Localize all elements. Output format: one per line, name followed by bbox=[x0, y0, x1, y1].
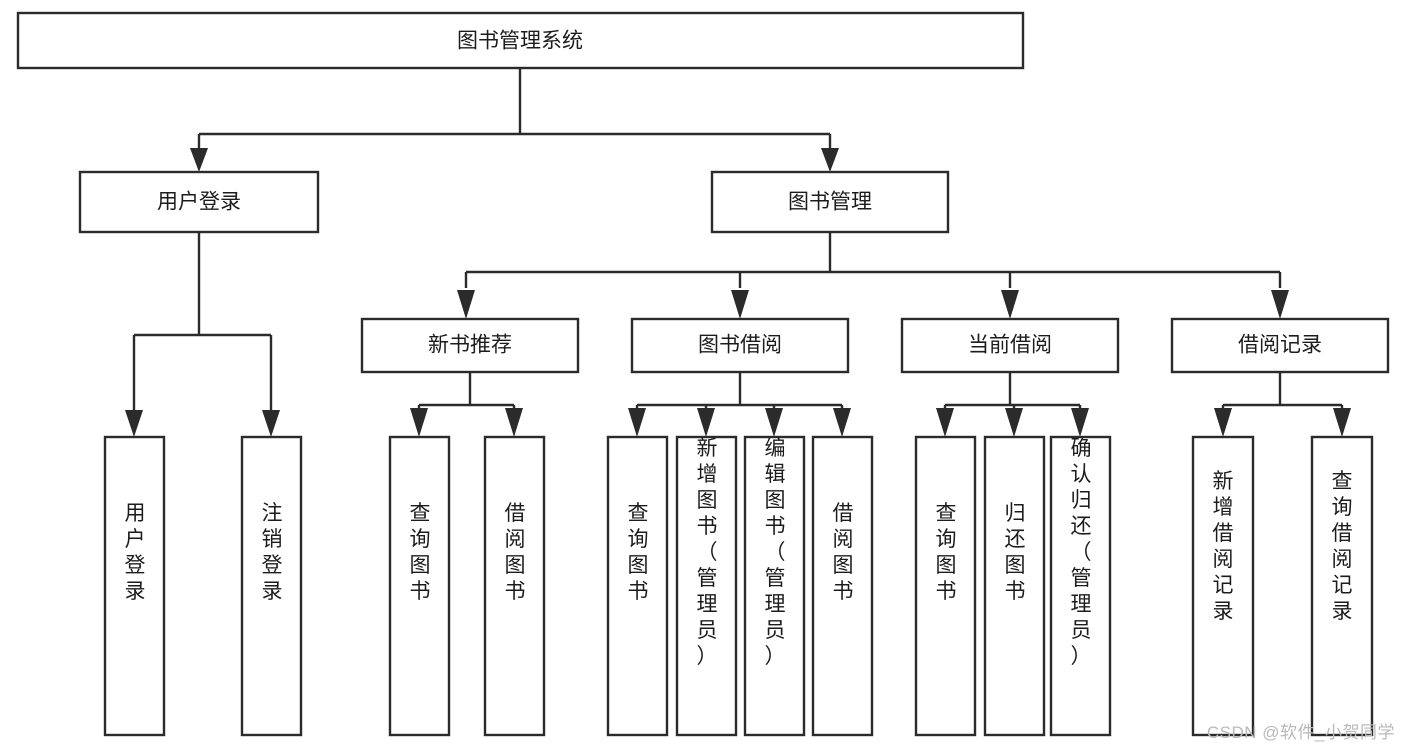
arrow-head-leaf-1 bbox=[125, 410, 143, 437]
node-leaf-8-label: 借阅图书 bbox=[833, 502, 854, 603]
node-leaf-8-box[interactable] bbox=[811, 435, 874, 737]
node-leaf-5-box[interactable] bbox=[606, 435, 669, 737]
node-leaf-13[interactable]: 查询借阅记录 bbox=[1310, 435, 1374, 737]
node-newbook-box[interactable] bbox=[360, 317, 580, 374]
node-leaf-7-label: 编辑图书（管理员） bbox=[765, 437, 786, 668]
node-leaf-3[interactable]: 查询图书 bbox=[388, 435, 451, 737]
node-borrow-label: 图书借阅 bbox=[698, 334, 782, 357]
node-bookmgmt-label: 图书管理 bbox=[788, 191, 872, 214]
arrow-head-leaf-13 bbox=[1333, 408, 1351, 437]
node-leaf-11[interactable]: 确认归还（管理员） bbox=[1049, 435, 1112, 737]
arrow-head-leaf-10 bbox=[1005, 408, 1023, 437]
node-leaf-12-box[interactable] bbox=[1191, 435, 1255, 737]
node-leaf-6-box[interactable] bbox=[675, 435, 738, 737]
arrow-head-leaf-4 bbox=[505, 408, 523, 437]
node-newbook[interactable]: 新书推荐 bbox=[360, 317, 580, 374]
node-leaf-3-box[interactable] bbox=[388, 435, 451, 737]
node-leaf-9-box[interactable] bbox=[914, 435, 977, 737]
node-root-label: 图书管理系统 bbox=[457, 30, 583, 53]
node-leaf-8[interactable]: 借阅图书 bbox=[811, 435, 874, 737]
node-leaf-10-box[interactable] bbox=[983, 435, 1046, 737]
arrow-head-leaf-2 bbox=[262, 410, 280, 437]
node-leaf-9-label: 查询图书 bbox=[936, 502, 957, 603]
node-leaf-10[interactable]: 归还图书 bbox=[983, 435, 1046, 737]
node-records-box[interactable] bbox=[1170, 317, 1390, 374]
arrow-head-current bbox=[1001, 290, 1019, 319]
arrow-head-leaf-8 bbox=[833, 408, 851, 437]
node-leaf-12[interactable]: 新增借阅记录 bbox=[1191, 435, 1255, 737]
arrow-head-newbook bbox=[457, 290, 475, 319]
node-leaf-3-label: 查询图书 bbox=[410, 502, 431, 603]
node-leaf-6-label: 新增图书（管理员） bbox=[697, 437, 718, 668]
node-leaf-7-box[interactable] bbox=[743, 435, 806, 737]
node-root-box[interactable] bbox=[16, 11, 1025, 70]
arrow-head-leaf-3 bbox=[410, 408, 428, 437]
node-login[interactable]: 用户登录 bbox=[78, 170, 320, 234]
node-leaf-2[interactable]: 注销登录 bbox=[240, 435, 303, 737]
node-leaf-6[interactable]: 新增图书（管理员） bbox=[675, 435, 738, 737]
arrow-head-leaf-9 bbox=[936, 408, 954, 437]
arrow-head-borrow bbox=[731, 290, 749, 319]
node-leaf-10-label: 归还图书 bbox=[1005, 502, 1026, 603]
arrow-head-leaf-11 bbox=[1071, 408, 1089, 437]
node-leaf-2-label: 注销登录 bbox=[262, 502, 283, 603]
node-leaf-13-label: 查询借阅记录 bbox=[1332, 470, 1353, 623]
arrow-head-records bbox=[1271, 290, 1289, 319]
node-borrow[interactable]: 图书借阅 bbox=[630, 317, 850, 374]
node-bookmgmt-box[interactable] bbox=[710, 170, 950, 234]
node-newbook-label: 新书推荐 bbox=[428, 334, 512, 357]
node-root[interactable]: 图书管理系统 bbox=[16, 11, 1025, 70]
node-leaf-4-label: 借阅图书 bbox=[505, 502, 526, 603]
node-borrow-box[interactable] bbox=[630, 317, 850, 374]
node-login-box[interactable] bbox=[78, 170, 320, 234]
node-leaf-1-label: 用户登录 bbox=[125, 502, 146, 603]
node-leaf-7[interactable]: 编辑图书（管理员） bbox=[743, 435, 806, 737]
node-bookmgmt[interactable]: 图书管理 bbox=[710, 170, 950, 234]
arrow-head-leaf-5 bbox=[628, 408, 646, 437]
node-leaf-4-box[interactable] bbox=[483, 435, 546, 737]
node-leaf-1-box[interactable] bbox=[103, 435, 166, 737]
node-leaf-13-box[interactable] bbox=[1310, 435, 1374, 737]
node-leaf-2-box[interactable] bbox=[240, 435, 303, 737]
arrow-head-leaf-6 bbox=[697, 408, 715, 437]
node-leaf-9[interactable]: 查询图书 bbox=[914, 435, 977, 737]
node-leaf-1[interactable]: 用户登录 bbox=[103, 435, 166, 737]
connector-layer bbox=[125, 68, 1351, 437]
node-leaf-12-label: 新增借阅记录 bbox=[1213, 470, 1234, 623]
node-current-label: 当前借阅 bbox=[968, 334, 1052, 357]
arrow-head-bookmgmt bbox=[821, 148, 839, 172]
node-current[interactable]: 当前借阅 bbox=[900, 317, 1120, 374]
arrow-head-login bbox=[190, 148, 208, 172]
node-records[interactable]: 借阅记录 bbox=[1170, 317, 1390, 374]
node-leaf-11-label: 确认归还（管理员） bbox=[1071, 437, 1092, 668]
node-records-label: 借阅记录 bbox=[1238, 334, 1322, 357]
node-leaf-4[interactable]: 借阅图书 bbox=[483, 435, 546, 737]
csdn-watermark: CSDN @软件_小贺同学 bbox=[1206, 723, 1395, 742]
node-leaf-5[interactable]: 查询图书 bbox=[606, 435, 669, 737]
arrow-head-leaf-12 bbox=[1214, 408, 1232, 437]
node-leaf-11-box[interactable] bbox=[1049, 435, 1112, 737]
node-leaf-5-label: 查询图书 bbox=[628, 502, 649, 603]
arrow-head-leaf-7 bbox=[765, 408, 783, 437]
node-login-label: 用户登录 bbox=[157, 191, 241, 214]
node-current-box[interactable] bbox=[900, 317, 1120, 374]
